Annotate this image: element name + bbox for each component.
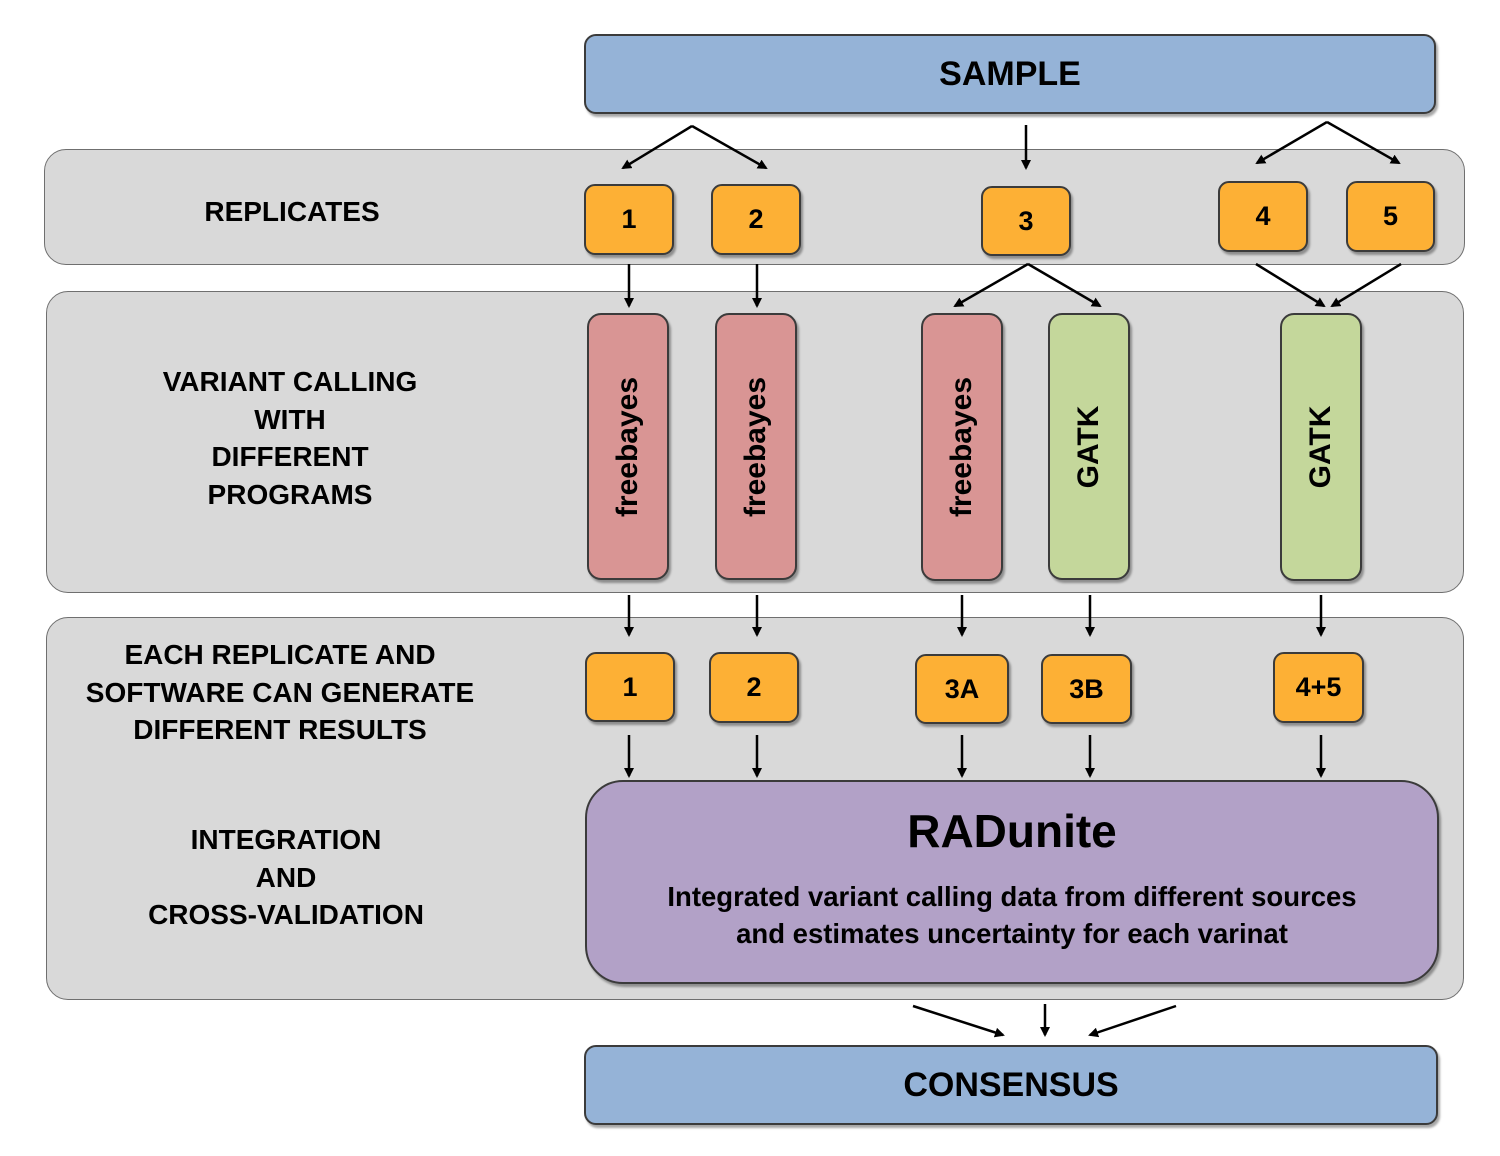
replicates-label: REPLICATES (204, 196, 380, 227)
result-box: 3B (1041, 654, 1132, 724)
gatk-box: GATK (1280, 313, 1362, 581)
integration-label: INTEGRATION AND CROSS-VALIDATION (148, 824, 424, 930)
arrow (912, 1004, 1005, 1038)
replicate-box: 1 (584, 184, 674, 255)
arrow (1326, 120, 1401, 165)
arrow (1330, 262, 1402, 308)
radunite-box: RADunite Integrated variant calling data… (585, 780, 1439, 984)
arrow (621, 124, 693, 170)
arrow (1027, 262, 1102, 308)
gatk-box: GATK (1048, 313, 1130, 580)
radunite-title: RADunite (907, 805, 1117, 857)
arrow (1255, 120, 1328, 165)
radunite-description: Integrated variant calling data from dif… (667, 881, 1357, 949)
arrow (691, 124, 768, 170)
result-box: 4+5 (1273, 652, 1364, 723)
consensus-box: CONSENSUS (584, 1045, 1438, 1125)
result-box: 1 (585, 652, 675, 722)
freebayes-box: freebayes (587, 313, 669, 580)
result-box: 2 (709, 652, 799, 723)
freebayes-box: freebayes (921, 313, 1003, 581)
arrow (953, 262, 1029, 308)
results-label: EACH REPLICATE AND SOFTWARE CAN GENERATE… (85, 639, 475, 745)
arrow (1255, 262, 1326, 308)
sample-box: SAMPLE (584, 34, 1436, 114)
replicate-box: 5 (1346, 181, 1435, 252)
replicate-box: 3 (981, 186, 1071, 256)
result-box: 3A (915, 654, 1009, 724)
freebayes-box: freebayes (715, 313, 797, 580)
replicate-box: 2 (711, 184, 801, 255)
variant-calling-label: VARIANT CALLING WITH DIFFERENT PROGRAMS (162, 366, 418, 510)
arrow (1088, 1004, 1177, 1038)
replicate-box: 4 (1218, 181, 1308, 252)
